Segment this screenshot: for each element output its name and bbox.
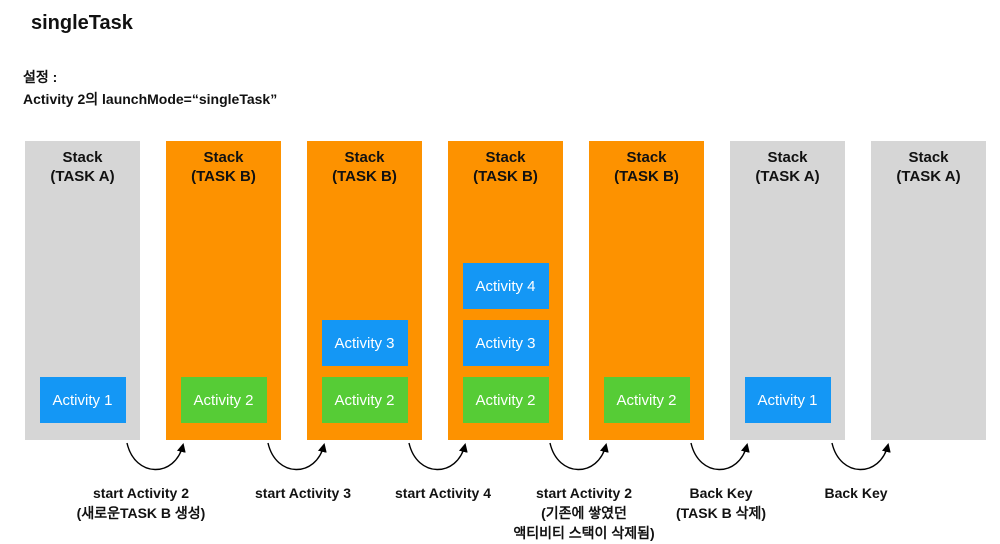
stack-panel: Stack (TASK B) Activity 2 (589, 141, 704, 440)
transition-arrow (408, 442, 468, 471)
setting-description: Activity 2의 launchMode=“singleTask” (23, 91, 278, 107)
stack-panel: Stack (TASK B) Activity 2 Activity 3 Activit… (448, 141, 563, 440)
stack-title: Stack (908, 149, 949, 166)
stack-task-name: (TASK A) (755, 168, 820, 185)
transition-caption: start Activity 2 (새로운TASK B 생성) (77, 483, 206, 523)
caption-line: (TASK B 삭제) (675, 505, 767, 521)
stack-title: Stack (62, 149, 103, 166)
activity-box: Activity 1 (744, 377, 831, 423)
caption-line: start Activity 2 (93, 485, 189, 501)
stack-panel: Stack (TASK B) Activity 2 Activity 3 (307, 141, 422, 440)
activity-box: Activity 4 (462, 263, 549, 309)
activity-box: Activity 3 (462, 320, 549, 366)
stack-label: Stack (TASK B) (589, 148, 704, 186)
stack-task-name: (TASK A) (50, 168, 115, 185)
stack-title: Stack (203, 149, 244, 166)
stack-label: Stack (TASK B) (307, 148, 422, 186)
transition-caption: Back Key (824, 483, 887, 503)
caption-line: Back Key (824, 485, 888, 501)
activity-box: Activity 2 (180, 377, 267, 423)
stack-label: Stack (TASK A) (730, 148, 845, 186)
caption-line: start Activity 3 (255, 485, 351, 501)
stack-title: Stack (344, 149, 385, 166)
stack-task-name: (TASK B) (473, 168, 538, 185)
stack-task-name: (TASK B) (332, 168, 397, 185)
stack-label: Stack (TASK B) (166, 148, 281, 186)
caption-line: start Activity 4 (395, 485, 491, 501)
transition-arrow (831, 442, 891, 471)
transition-arrow (690, 442, 750, 471)
transition-arrow (549, 442, 609, 471)
stack-title: Stack (626, 149, 667, 166)
stack-task-name: (TASK A) (896, 168, 961, 185)
activity-box: Activity 1 (39, 377, 126, 423)
activity-box: Activity 3 (321, 320, 408, 366)
stack-title: Stack (485, 149, 526, 166)
stack-label: Stack (TASK A) (25, 148, 140, 186)
caption-line: (기존에 쌓였던 (541, 505, 627, 521)
page-title: singleTask (31, 12, 133, 34)
transition-arrow (267, 442, 327, 471)
activity-box: Activity 2 (321, 377, 408, 423)
caption-line: 액티비티 스택이 삭제됨) (513, 525, 655, 541)
stack-label: Stack (TASK B) (448, 148, 563, 186)
stack-label: Stack (TASK A) (871, 148, 986, 186)
activity-box: Activity 2 (603, 377, 690, 423)
stack-panel: Stack (TASK A) Activity 1 (730, 141, 845, 440)
setting-label: 설정 : (23, 69, 58, 85)
transition-caption: start Activity 4 (395, 483, 491, 503)
transition-caption: Back Key (TASK B 삭제) (676, 483, 766, 523)
stack-task-name: (TASK B) (191, 168, 256, 185)
caption-line: start Activity 2 (536, 485, 632, 501)
stack-panel: Stack (TASK B) Activity 2 (166, 141, 281, 440)
stack-panel: Stack (TASK A) Activity 1 (25, 141, 140, 440)
transition-arrow (126, 442, 186, 471)
transition-caption: start Activity 3 (255, 483, 351, 503)
stack-task-name: (TASK B) (614, 168, 679, 185)
caption-line: (새로운TASK B 생성) (76, 505, 206, 521)
stack-title: Stack (767, 149, 808, 166)
stack-panel: Stack (TASK A) (871, 141, 986, 440)
caption-line: Back Key (689, 485, 753, 501)
activity-box: Activity 2 (462, 377, 549, 423)
